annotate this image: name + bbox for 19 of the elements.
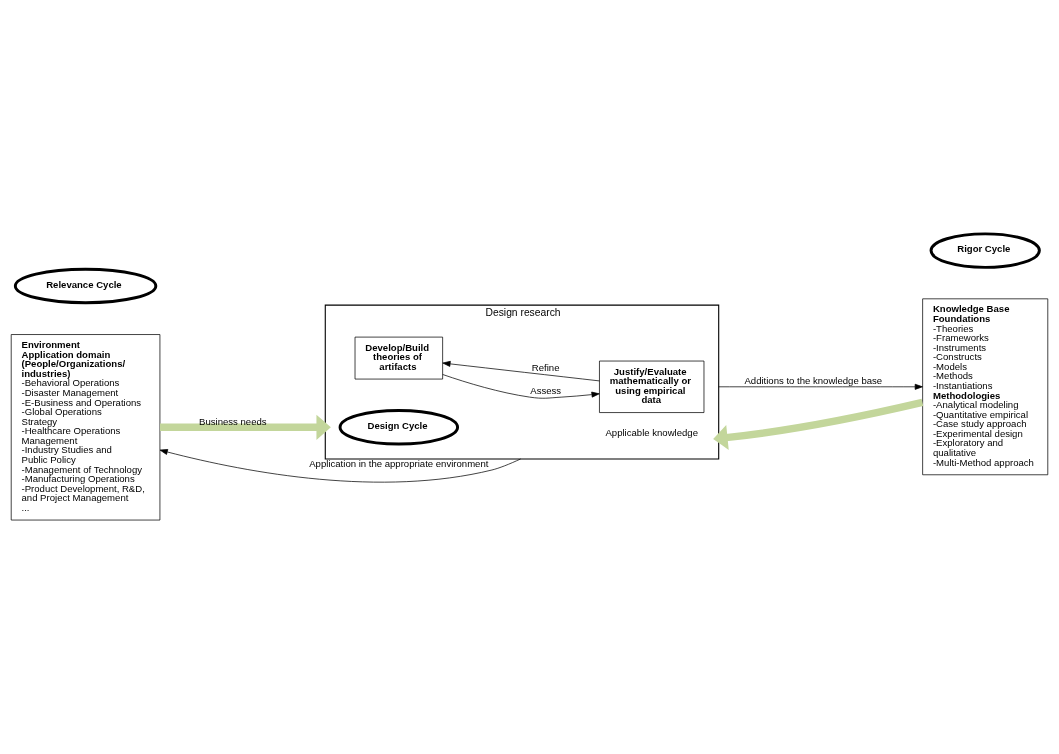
node-box: Develop/Build theories of artifacts [354,336,443,380]
edge-label: Applicable knowledge [605,426,698,438]
arrow [442,374,600,399]
edge-label: Additions to the knowledge base [744,375,883,387]
arrow [159,449,521,483]
edge-label: Assess [530,385,562,397]
arrow [442,360,600,382]
arrow [718,383,923,390]
node-box: Knowledge Base Foundations -Theories -Frameworks -Instruments -Constructs -Models -Methods -Instantiations Methodologies -Analytical modeling -Quantitative empirical -Case study approach -Experimental design -Exploratory and qualitative -Multi-Method approach [922,298,1049,476]
arrow [713,398,924,450]
node-ellipse: Rigor Cycle [929,232,1041,269]
node-ellipse: Relevance Cycle [13,267,158,305]
edge-label: Application in the appropriate environment [309,458,489,470]
node-ellipse: Design Cycle [338,409,460,446]
arrow [160,414,331,440]
node-box: Justify/Evaluate mathematically or using empirical data [599,360,705,413]
node-box: Environment Application domain (People/Organizations/ industries) -Behavioral Operations -Disaster Management -E-Business and Operations -Global Operations Strategy -Healthcare Operations Management -Industry Studies and Public Policy -Management of Technology -Manufacturing Operations -Product Development, R&D, and Project Management ... [10,334,161,521]
edge-label: Business needs [199,415,267,427]
edge-label: Refine [531,361,560,373]
